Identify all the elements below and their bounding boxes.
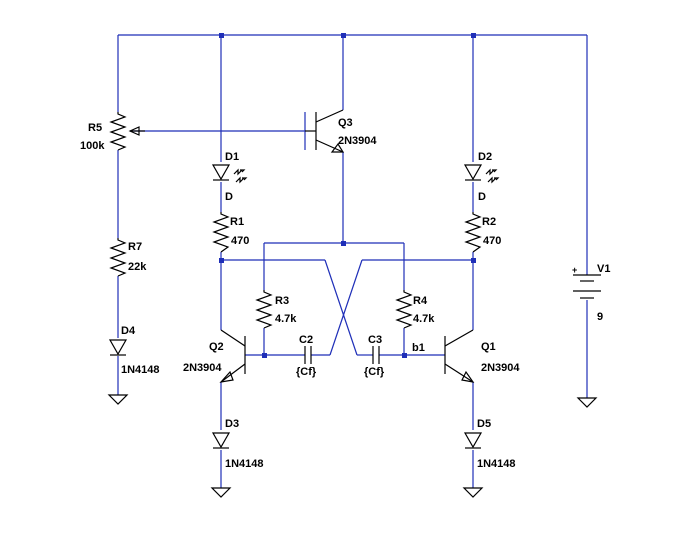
d4-value: 1N4148: [121, 364, 160, 376]
r1-ref: R1: [230, 216, 244, 228]
d3-ref: D3: [225, 418, 239, 430]
diode-d5[interactable]: D5 1N4148: [463, 418, 516, 470]
d2-ref: D2: [478, 151, 492, 163]
v1-value: 9: [597, 311, 603, 323]
capacitor-c2[interactable]: C2 {Cf}: [296, 334, 317, 378]
resistor-r2[interactable]: R2 470: [464, 212, 501, 253]
r5-ref: R5: [88, 122, 102, 134]
r7-value: 22k: [128, 261, 147, 273]
led-d1[interactable]: D1 D: [211, 151, 248, 203]
q2-ref: Q2: [209, 341, 224, 353]
q1-value: 2N3904: [481, 362, 520, 374]
r1-value: 470: [231, 235, 249, 247]
v1-polarity: +: [572, 265, 577, 275]
junction-dot: [341, 33, 346, 38]
diode-d4[interactable]: D4 1N4148: [108, 325, 160, 376]
v1-ref: V1: [597, 263, 610, 275]
transistor-q1[interactable]: Q1 2N3904: [444, 329, 520, 383]
d2-value: D: [478, 191, 486, 203]
transistor-q3[interactable]: Q3 2N3904: [305, 109, 377, 153]
d1-ref: D1: [225, 151, 239, 163]
c3-ref: C3: [368, 334, 382, 346]
junction-dot: [471, 33, 476, 38]
resistor-r7[interactable]: R7 22k: [109, 238, 147, 277]
resistor-r3[interactable]: R3 4.7k: [255, 290, 297, 329]
r4-value: 4.7k: [413, 313, 435, 325]
junction-dot: [471, 258, 476, 263]
junction-dot: [262, 353, 267, 358]
battery-v1[interactable]: + V1 9: [572, 263, 610, 323]
r7-ref: R7: [128, 241, 142, 253]
ground-symbol: [576, 397, 598, 408]
d1-value: D: [225, 191, 233, 203]
light-emission-icon: [233, 168, 248, 184]
diode-d3[interactable]: D3 1N4148: [211, 418, 264, 470]
r2-value: 470: [483, 235, 501, 247]
r2-ref: R2: [482, 216, 496, 228]
d5-value: 1N4148: [477, 458, 516, 470]
c3-value: {Cf}: [364, 366, 385, 378]
junction-dot: [219, 33, 224, 38]
ground-symbol: [107, 394, 129, 405]
capacitor-c3[interactable]: C3 {Cf}: [364, 334, 385, 378]
junction-dot: [219, 258, 224, 263]
wires: [117, 34, 588, 488]
c2-value: {Cf}: [296, 366, 317, 378]
r3-value: 4.7k: [275, 313, 297, 325]
q1-ref: Q1: [481, 341, 496, 353]
junction-dot: [341, 241, 346, 246]
ground-symbol: [210, 487, 232, 498]
led-d2[interactable]: D2 D: [463, 151, 500, 203]
light-emission-icon: [485, 168, 500, 184]
q2-value: 2N3904: [183, 362, 222, 374]
d3-value: 1N4148: [225, 458, 264, 470]
junction-dot: [402, 353, 407, 358]
resistor-r1[interactable]: R1 470: [212, 212, 249, 253]
q3-ref: Q3: [338, 117, 353, 129]
d5-ref: D5: [477, 418, 491, 430]
ground-symbol: [462, 487, 484, 498]
junctions: [219, 33, 476, 358]
r3-ref: R3: [275, 295, 289, 307]
d4-ref: D4: [121, 325, 136, 337]
r5-value: 100k: [80, 140, 105, 152]
r4-ref: R4: [413, 295, 428, 307]
potentiometer-r5[interactable]: R5 100k: [80, 112, 145, 152]
q3-value: 2N3904: [338, 135, 377, 147]
c2-ref: C2: [299, 334, 313, 346]
transistor-q2[interactable]: Q2 2N3904: [183, 329, 246, 383]
resistor-r4[interactable]: R4 4.7k: [395, 290, 435, 329]
net-label-b1: b1: [412, 342, 425, 354]
